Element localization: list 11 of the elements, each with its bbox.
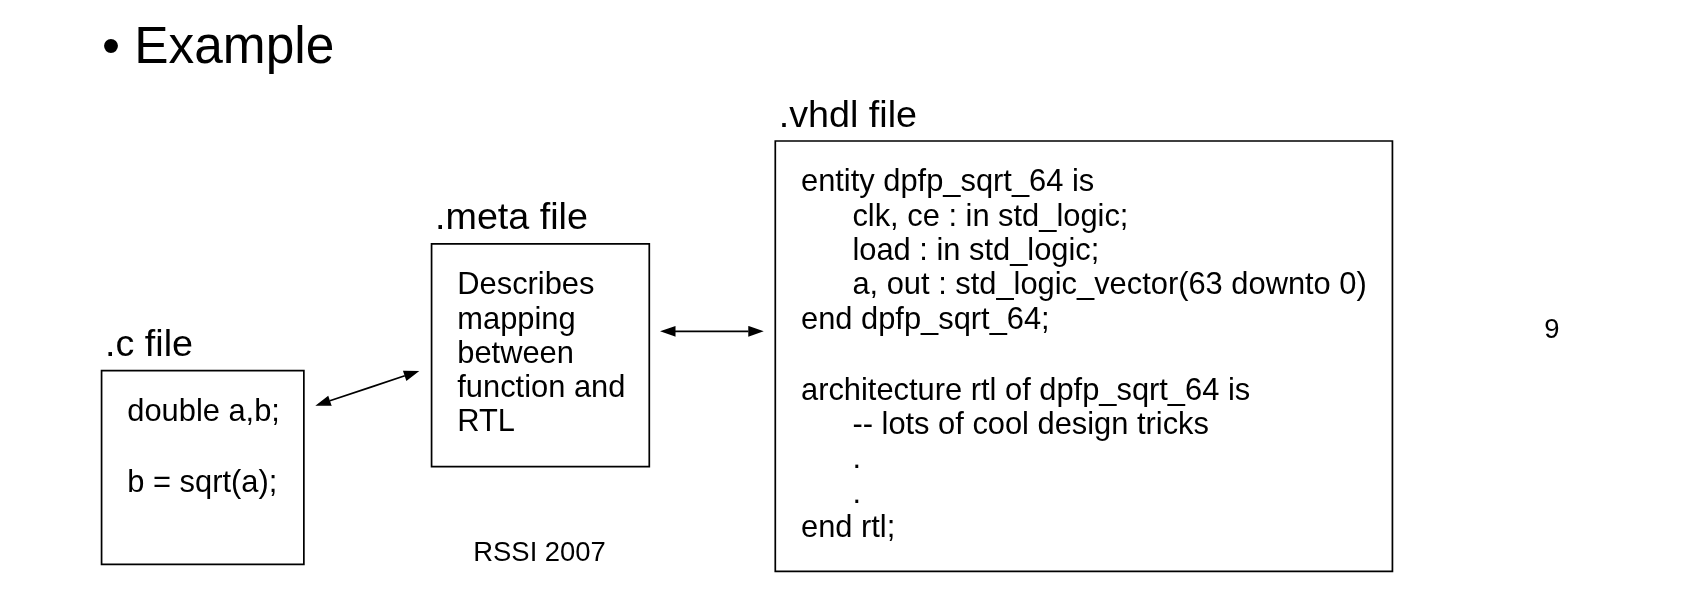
label: 9 <box>1544 312 1560 344</box>
node-box: double a,b; b = sqrt(a); <box>100 369 305 566</box>
arrow <box>660 325 764 337</box>
arrow <box>315 370 420 406</box>
node-box: entity dpfp_sqrt_64 is clk, ce : in std_logic; load : in std_logic; a, out : std_logic_vector(63 downto 0) end dpfp_sqrt_64; architecture rtl of dpfp_sqrt_64 is -- lots of cool design tricks . . end rtl; <box>774 140 1394 573</box>
node-label: .meta file <box>435 195 588 238</box>
label: RSSI 2007 <box>473 535 606 567</box>
node-label: .vhdl file <box>778 92 918 135</box>
node-box: Describes mapping between function and RTL <box>430 243 651 468</box>
node-label: .c file <box>105 322 193 365</box>
diagram-title: • Example <box>101 16 335 74</box>
